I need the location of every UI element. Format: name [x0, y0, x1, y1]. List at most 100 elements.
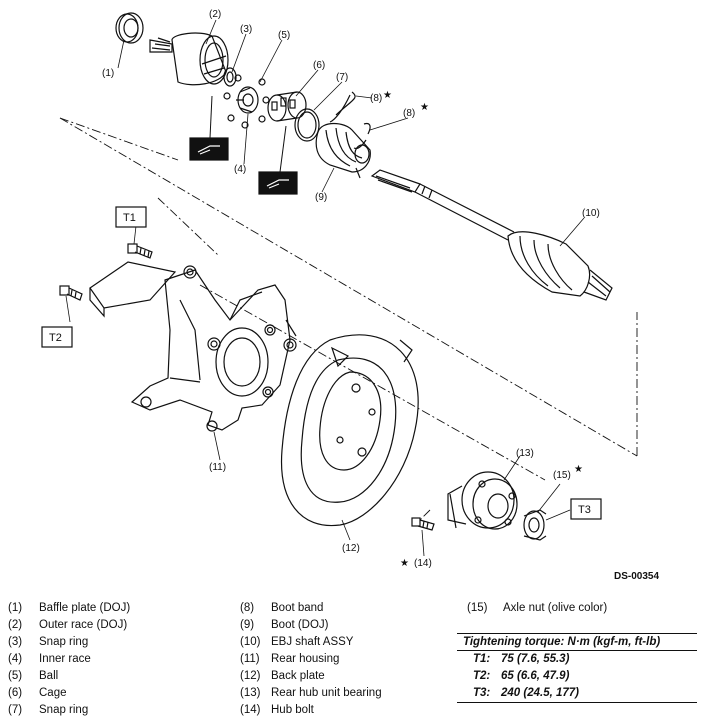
callout-14: (14): [414, 558, 432, 569]
baffle-plate: [115, 12, 144, 44]
parts-legend-col1: (1) Baffle plate (DOJ) (2) Outer race (DOJ…: [8, 600, 130, 719]
torque-box-t3-label: T3: [578, 504, 591, 516]
legend-label: Baffle plate (DOJ): [39, 602, 131, 614]
torque-value: 240 (24.5, 177): [501, 687, 580, 699]
hub-bolt: [411, 517, 435, 531]
legend-label: Snap ring: [39, 704, 89, 716]
legend-label: Ball: [39, 670, 59, 682]
legend-label: Rear hub unit bearing: [271, 687, 382, 699]
legend-item: (5) Ball: [8, 668, 130, 685]
callout-3: (3): [240, 24, 252, 35]
legend-label: Cage: [39, 687, 67, 699]
torque-table: Tightening torque: N·m (kgf-m, ft-lb) T1…: [457, 633, 697, 703]
callout-7: (7): [336, 72, 348, 83]
legend-item: (7)Snap ring: [8, 702, 130, 719]
legend-num: (11): [240, 653, 260, 665]
parts-legend-col2: (8) Boot band (9)Boot (DOJ) (10) EBJ shaft…: [240, 600, 382, 719]
star-icon: ★: [400, 558, 409, 569]
legend-item: (3) Snap ring: [8, 634, 130, 651]
inner-race: [236, 86, 259, 114]
legend-item: (6) Cage: [8, 685, 130, 702]
callout-8a: (8): [370, 93, 382, 104]
housing-bracket: [89, 261, 177, 318]
legend-label: EBJ shaft ASSY: [271, 636, 354, 648]
cage: [267, 91, 307, 122]
callout-12: (12): [342, 543, 360, 554]
torque-box-t1-label: T1: [123, 212, 136, 224]
legend-item: (8) Boot band: [240, 600, 382, 617]
legend-item: (15) Axle nut (olive color): [467, 600, 607, 617]
torque-label: T2:: [473, 670, 491, 682]
legend-label: Outer race (DOJ): [39, 619, 128, 631]
axle-nut: [523, 509, 547, 541]
legend-num: (5): [8, 670, 23, 682]
legend-num: (8): [240, 602, 255, 614]
legend-num: (14): [240, 704, 261, 716]
rear-housing: [130, 265, 297, 432]
legend-num: (3): [8, 636, 23, 648]
legend-num: (1): [8, 602, 23, 614]
boot: [315, 122, 371, 179]
star-icon: ★: [420, 102, 429, 113]
back-plate: [280, 334, 419, 527]
torque-label: T3:: [473, 687, 491, 699]
legend-item: (10) EBJ shaft ASSY: [240, 634, 382, 651]
legend-num: (12): [240, 670, 261, 682]
legend-label: Boot (DOJ): [271, 619, 329, 631]
leader-lines: [65, 19, 585, 557]
callout-15: (15): [553, 470, 571, 481]
legend-num: (2): [8, 619, 23, 631]
legend-num: (15): [467, 602, 488, 614]
t1-bolt: [127, 243, 153, 259]
t2-bolt: [59, 285, 83, 301]
balls: [223, 74, 270, 129]
torque-row: T3: 240 (24.5, 177): [457, 685, 697, 703]
legend-num: (6): [8, 687, 23, 699]
legend-item: (4) Inner race: [8, 651, 130, 668]
torque-table-title: Tightening torque: N·m (kgf-m, ft-lb): [457, 633, 697, 651]
callout-2: (2): [209, 9, 221, 20]
ebj-shaft: [370, 169, 613, 301]
torque-box-t1: [115, 206, 147, 228]
legend-label: Rear housing: [271, 653, 340, 665]
legend-label: Inner race: [39, 653, 91, 665]
callout-4: (4): [234, 164, 246, 175]
callout-labels: (1) (2) (3) (4) (5) (6) (7) (8) (8) (9) …: [49, 9, 600, 569]
outer-race: [149, 32, 229, 86]
grease-icon: [258, 125, 298, 195]
assembly-guide-lines: [59, 117, 638, 521]
torque-box-t3: [570, 498, 602, 520]
callout-13: (13): [516, 448, 534, 459]
star-icon: ★: [383, 90, 392, 101]
boot-bands: [329, 91, 371, 150]
torque-value: 75 (7.6, 55.3): [501, 653, 570, 665]
legend-label: Boot band: [271, 602, 324, 614]
legend-num: (13): [240, 687, 261, 699]
legend-label: Hub bolt: [271, 704, 314, 716]
torque-label: T1:: [473, 653, 491, 665]
legend-num: (10): [240, 636, 261, 648]
legend-item: (9)Boot (DOJ): [240, 617, 382, 634]
snap-ring-7: [294, 108, 320, 142]
torque-value: 65 (6.6, 47.9): [501, 670, 570, 682]
legend-label: Snap ring: [39, 636, 89, 648]
legend-item: (2) Outer race (DOJ): [8, 617, 130, 634]
torque-box-t2-label: T2: [49, 332, 62, 344]
legend-label: Axle nut (olive color): [503, 602, 608, 614]
legend-num: (4): [8, 653, 23, 665]
star-icon: ★: [574, 464, 583, 475]
legend-item: (14) Hub bolt: [240, 702, 382, 719]
rear-hub-unit-bearing: [447, 471, 518, 530]
torque-box-t2: [41, 326, 73, 348]
legend-label: Back plate: [271, 670, 325, 682]
legend-item: (12) Back plate: [240, 668, 382, 685]
callout-1: (1): [102, 68, 114, 79]
torque-row: T1: 75 (7.6, 55.3): [457, 651, 697, 668]
callout-11: (11): [209, 462, 226, 473]
legend-item: (13) Rear hub unit bearing: [240, 685, 382, 702]
callout-6: (6): [313, 60, 325, 71]
legend-item: (11) Rear housing: [240, 651, 382, 668]
parts-legend-col3: (15) Axle nut (olive color): [467, 600, 607, 617]
callout-5: (5): [278, 30, 290, 41]
